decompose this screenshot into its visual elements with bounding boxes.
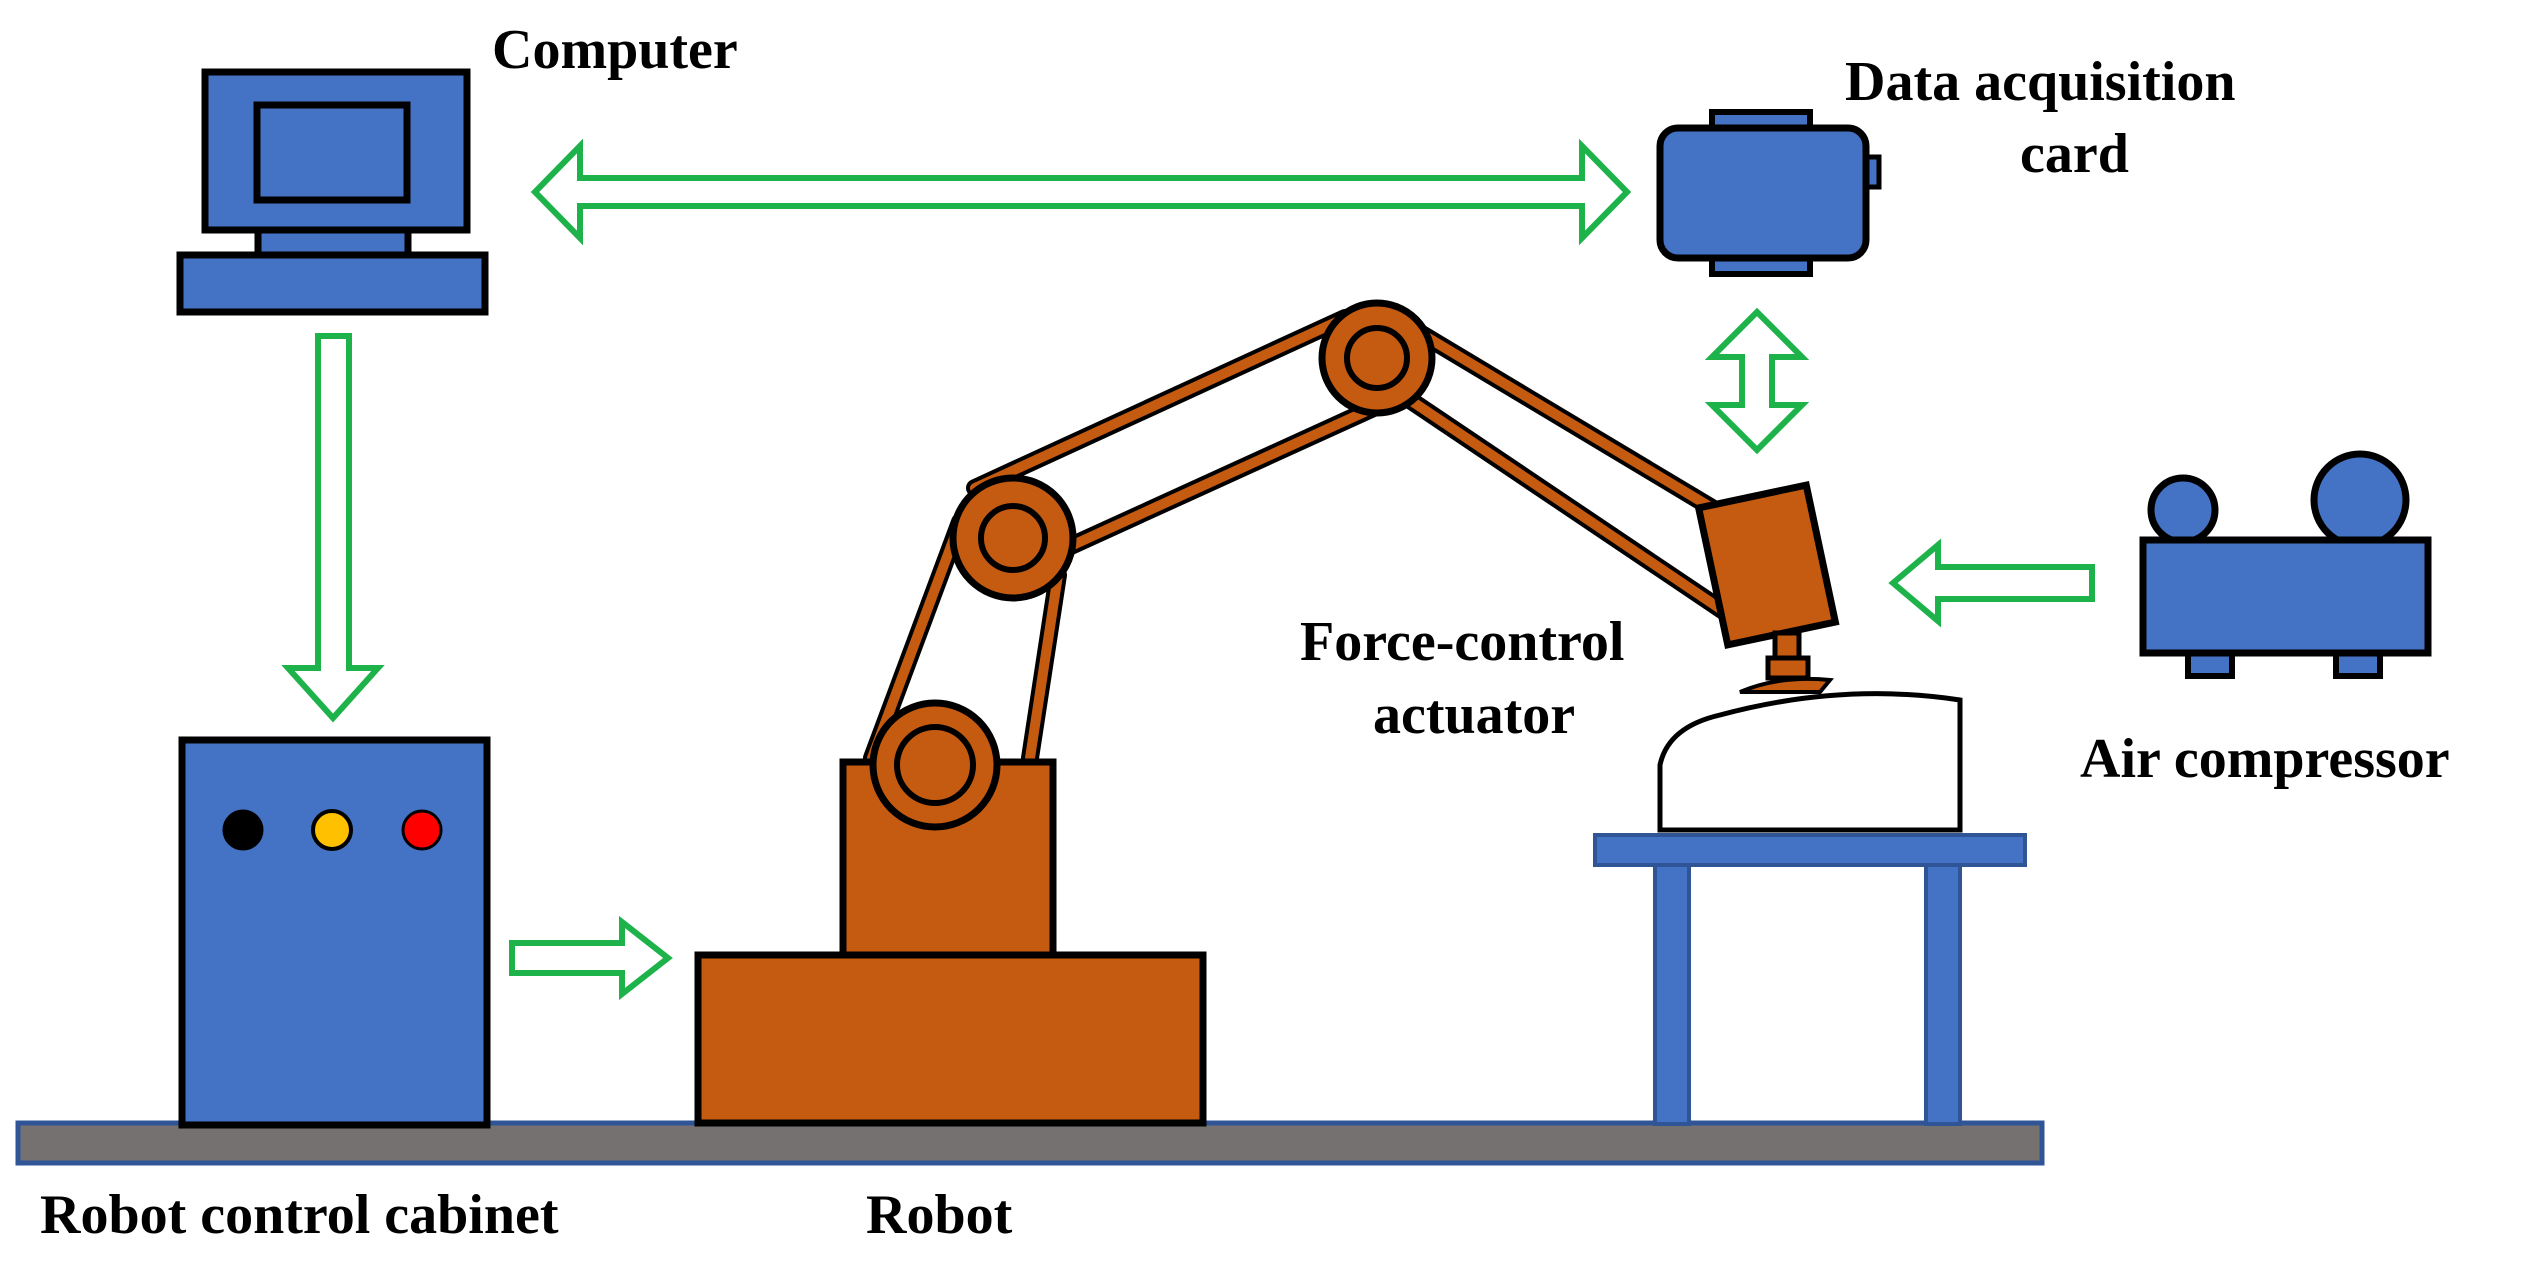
- actuator-label-line1: Force-control: [1300, 611, 1624, 673]
- actuator-label-line2: actuator: [1373, 684, 1575, 746]
- cabinet-label: Robot control cabinet: [40, 1184, 559, 1246]
- computer-label: Computer: [492, 19, 738, 81]
- robot-control-cabinet-icon: [178, 736, 491, 1129]
- indicator-yellow: [311, 809, 353, 851]
- arrow-cabinet-robot: [509, 915, 673, 1001]
- indicator-red: [401, 809, 443, 851]
- data-acquisition-card-icon: [1656, 109, 1882, 277]
- force-control-actuator-icon: [1694, 480, 1840, 694]
- robot-arm-icon: [694, 299, 1734, 1127]
- daq-label-line2: card: [2020, 123, 2129, 185]
- indicator-black: [222, 809, 264, 851]
- daq-label-line1: Data acquisition: [1845, 51, 2236, 113]
- arrow-computer-cabinet: [281, 333, 385, 723]
- arrow-computer-daq: [530, 138, 1632, 246]
- arrow-daq-actuator: [1704, 307, 1810, 455]
- floor: [15, 1120, 2045, 1166]
- work-table-icon: [1593, 833, 2027, 1126]
- arrow-compressor-actuator: [1888, 538, 2095, 628]
- air-compressor-label: Air compressor: [2080, 728, 2450, 790]
- computer-icon: [176, 68, 489, 316]
- air-compressor-icon: [2139, 450, 2432, 679]
- workpiece-icon: [1657, 691, 1963, 833]
- robot-label: Robot: [866, 1184, 1013, 1246]
